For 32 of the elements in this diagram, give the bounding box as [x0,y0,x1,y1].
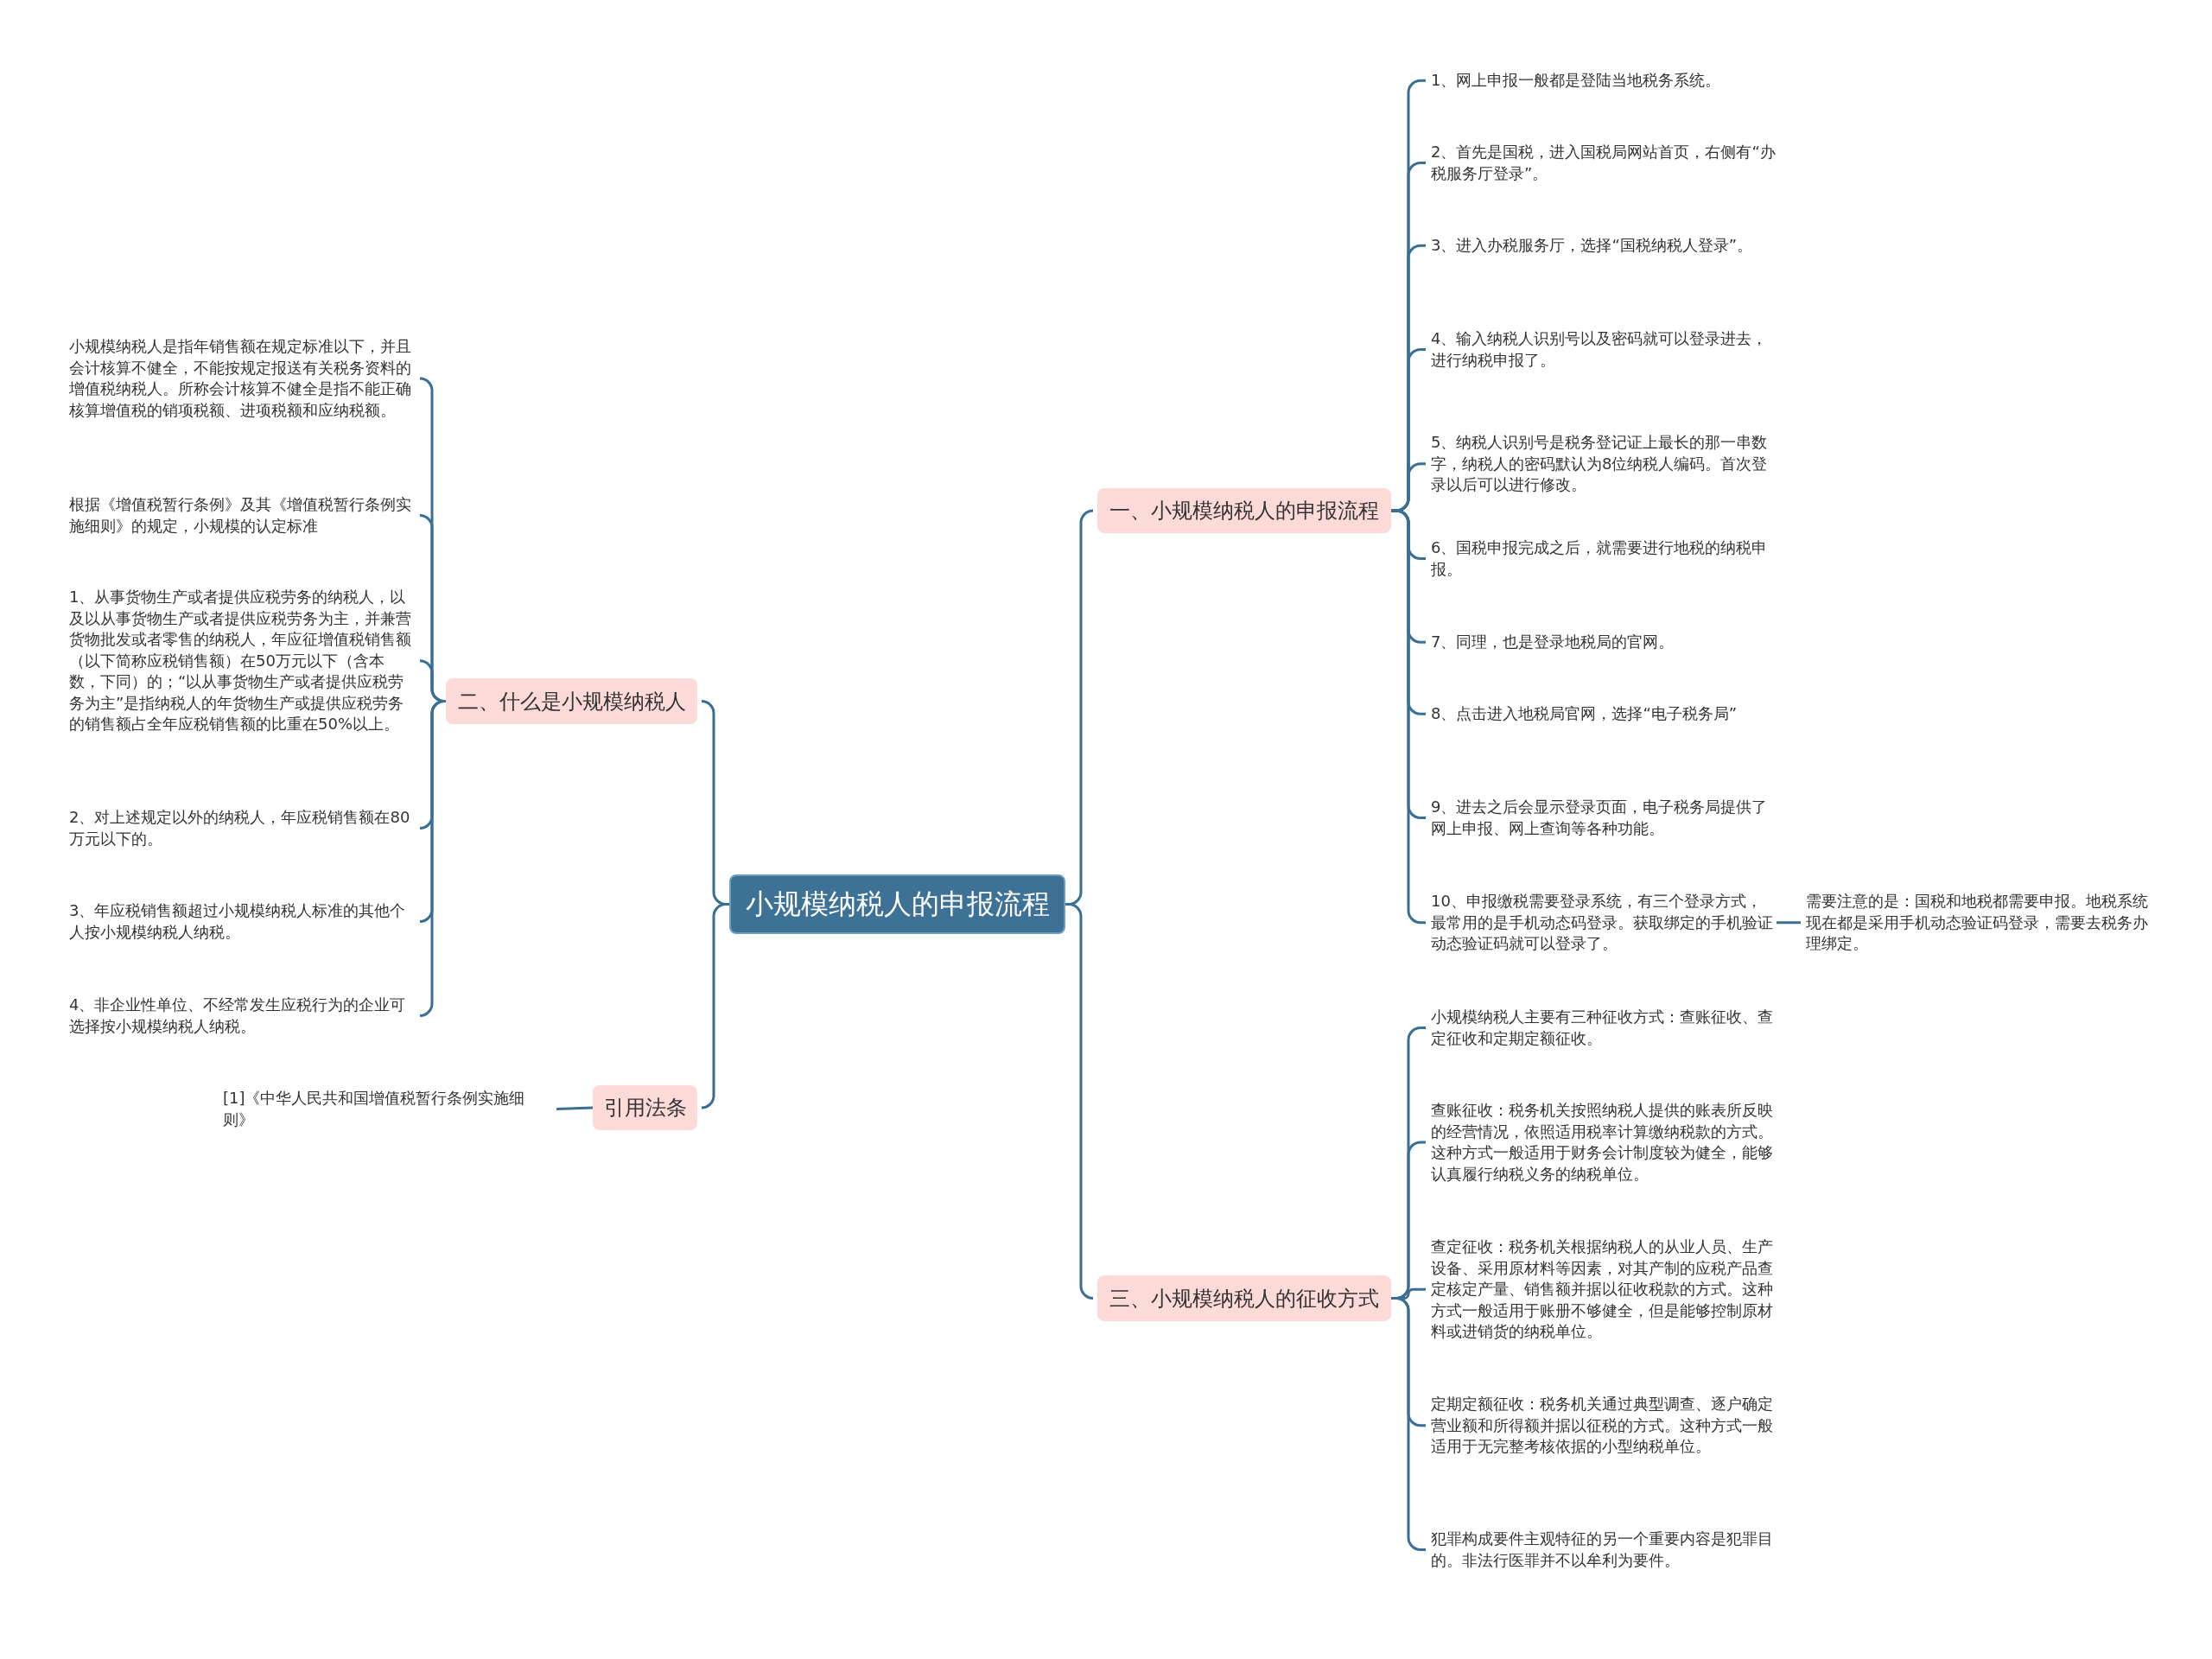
connector-line [418,700,447,1017]
topic-text: 4、非企业性单位、不经常发生应税行为的企业可选择按小规模纳税人纳税。 [69,995,415,1037]
central-topic-box: 小规模纳税人的申报流程 [729,874,1065,934]
topic-text: 7、同理，也是登录地税局的官网。 [1431,632,1777,653]
branch-topic-box: 一、小规模纳税人的申报流程 [1097,488,1391,533]
topic-text: 需要注意的是：国税和地税都需要申报。地税系统现在都是采用手机动态验证码登录，需要去税务办理绑定。 [1806,891,2152,955]
branch-topic-box: 三、小规模纳税人的征收方式 [1097,1275,1391,1321]
topic-text: 犯罪构成要件主观特征的另一个重要内容是犯罪目的。非法行医罪并不以牟利为要件。 [1431,1529,1777,1571]
topic-text: 2、首先是国税，进入国税局网站首页，右侧有“办税服务厅登录”。 [1431,142,1777,184]
topic-text: 2、对上述规定以外的纳税人，年应税销售额在80万元以下的。 [69,807,415,849]
topic-text: 3、年应税销售额超过小规模纳税人标准的其他个人按小规模纳税人纳税。 [69,900,415,943]
connector-line [1391,509,1426,925]
topic-text: 1、从事货物生产或者提供应税劳务的纳税人，以及以从事货物生产或者提供应税劳务为主，并兼营货物批发或者零售的纳税人，年应征增值税销售额（以下简称应税销售额）在50万元以下（含本数，下同）的；“以从事货物生产或者提供应税劳务为主”是指纳税人的年货物生产或提供应税劳务的销售额占全年应税销售额的比重在50%以上。 [69,587,415,735]
topic-text: 小规模纳税人主要有三种征收方式：查账征收、查定征收和定期定额征收。 [1431,1007,1777,1049]
topic-text: 小规模纳税人是指年销售额在规定标准以下，并且会计核算不健全，不能按规定报送有关税务资料的增值税纳税人。所称会计核算不健全是指不能正确核算增值税的销项税额、进项税额和应纳税额。 [69,336,415,421]
topic-text: 10、申报缴税需要登录系统，有三个登录方式，最常用的是手机动态码登录。获取绑定的手机验证动态验证码就可以登录了。 [1431,891,1777,955]
topic-text: 5、纳税人识别号是税务登记证上最长的那一串数字，纳税人的密码默认为8位纳税人编码。首次登录以后可以进行修改。 [1431,432,1777,496]
topic-text: 4、输入纳税人识别号以及密码就可以登录进去，进行纳税申报了。 [1431,328,1777,371]
topic-text: [1]《中华人民共和国增值税暂行条例实施细则》 [223,1088,551,1130]
connector-line [556,1106,594,1110]
topic-text: 3、进入办税服务厅，选择“国税纳税人登录”。 [1431,235,1777,257]
topic-text: 6、国税申报完成之后，就需要进行地税的纳税申报。 [1431,537,1777,580]
topic-text: 根据《增值税暂行条例》及其《增值税暂行条例实施细则》的规定，小规模的认定标准 [69,494,415,537]
branch-topic-box: 二、什么是小规模纳税人 [446,678,697,724]
branch-topic-box: 引用法条 [593,1085,697,1130]
connector-line [1777,921,1801,925]
topic-text: 8、点击进入地税局官网，选择“电子税务局” [1431,703,1777,725]
topic-text: 查账征收：税务机关按照纳税人提供的账表所反映的经营情况，依照适用税率计算缴纳税款的方式。这种方式一般适用于财务会计制度较为健全，能够认真履行纳税义务的纳税单位。 [1431,1100,1777,1185]
topic-text: 1、网上申报一般都是登陆当地税务系统。 [1431,70,1777,92]
topic-text: 9、进去之后会显示登录页面，电子税务局提供了网上申报、网上查询等各种功能。 [1431,797,1777,839]
topic-text: 定期定额征收：税务机关通过典型调查、逐户确定营业额和所得额并据以征税的方式。这种方式一般适用于无完整考核依据的小型纳税单位。 [1431,1394,1777,1458]
topic-text: 查定征收：税务机关根据纳税人的从业人员、生产设备、采用原材料等因素，对其产制的应税产品查定核定产量、销售额并据以征收税款的方式。这种方式一般适用于账册不够健全，但是能够控制原材料或进销货的纳税单位。 [1431,1236,1777,1343]
